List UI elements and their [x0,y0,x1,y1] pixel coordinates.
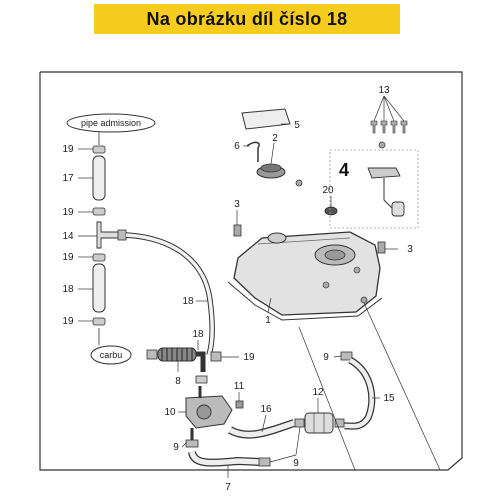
callout-19: 19 [243,352,255,363]
callout-4: 4 [339,160,349,180]
bolt-small-left [295,179,303,187]
callout-13: 13 [378,85,390,96]
callout-9: 9 [293,458,299,469]
callout-18: 18 [62,284,74,295]
callout-3: 3 [234,199,240,210]
callout-17: 17 [62,173,74,184]
clip-11 [235,400,244,409]
bolt-tank-right [360,296,368,304]
hose-clip-top [117,229,127,241]
callout-9: 9 [323,352,329,363]
callout-9: 9 [173,442,179,453]
clamp-9-valve [185,439,199,448]
clamp-9-filter [334,418,345,428]
fuel-gauge-frame-4 [329,149,419,229]
clamp-19-c [92,253,106,262]
callout-8: 8 [175,376,181,387]
hose-18-left [92,263,106,313]
tube-6 [246,141,260,162]
callout-14: 14 [62,231,74,242]
callout-1: 1 [265,315,271,326]
clamp-9-left [294,418,305,428]
screw-13-d [400,120,408,134]
screw-13-c [390,120,398,134]
callout-6: 6 [234,141,240,152]
screw-13-a [370,120,378,134]
callout-2: 2 [272,133,278,144]
callout-5: 5 [294,120,300,131]
fuel-filter-12 [304,412,334,434]
callout-19: 19 [62,207,74,218]
callout-19: 19 [62,144,74,155]
elbow-hose [196,351,206,372]
callout-18: 18 [192,329,204,340]
fuel-tank-1 [233,231,381,316]
callout-16: 16 [260,404,272,415]
tray-5 [241,108,291,130]
clamp-19-top [92,145,106,154]
fuel-gauge-sender [367,167,401,179]
callout-10: 10 [164,407,176,418]
screw-3-left [233,224,242,237]
clamp-19-carbu [146,349,158,360]
callout-7: 7 [225,482,231,493]
tank-filler-neck [267,232,287,244]
clamp-19-d [92,317,106,326]
callout-3: 3 [407,244,413,255]
carbu-oval [90,345,132,365]
clamp-19-right [210,351,222,362]
callout-18: 18 [182,296,194,307]
clamp-19-b [92,207,106,216]
diagram-frame [39,71,463,471]
callout-11: 11 [234,381,245,392]
title-banner: Na obrázku díl číslo 18 [94,4,400,34]
callout-19: 19 [62,252,74,263]
hose-17 [92,155,106,201]
callout-20: 20 [322,185,334,196]
title-text: Na obrázku díl číslo 18 [146,8,348,29]
callout-15: 15 [383,393,395,404]
pipe-admission-label: pipe admission [81,118,141,128]
clamp-9-upper [340,351,353,361]
pipe-admission-oval [66,113,156,133]
callout-19: 19 [62,316,74,327]
screw-13-b [380,120,388,134]
callout-12: 12 [312,387,324,398]
gasket-20 [324,206,338,216]
leader-lines [78,95,441,478]
clamp-9-bottom [258,457,271,467]
carbu-label: carbu [100,350,123,360]
clip-8 [195,375,208,384]
screw-3-right [377,241,386,254]
